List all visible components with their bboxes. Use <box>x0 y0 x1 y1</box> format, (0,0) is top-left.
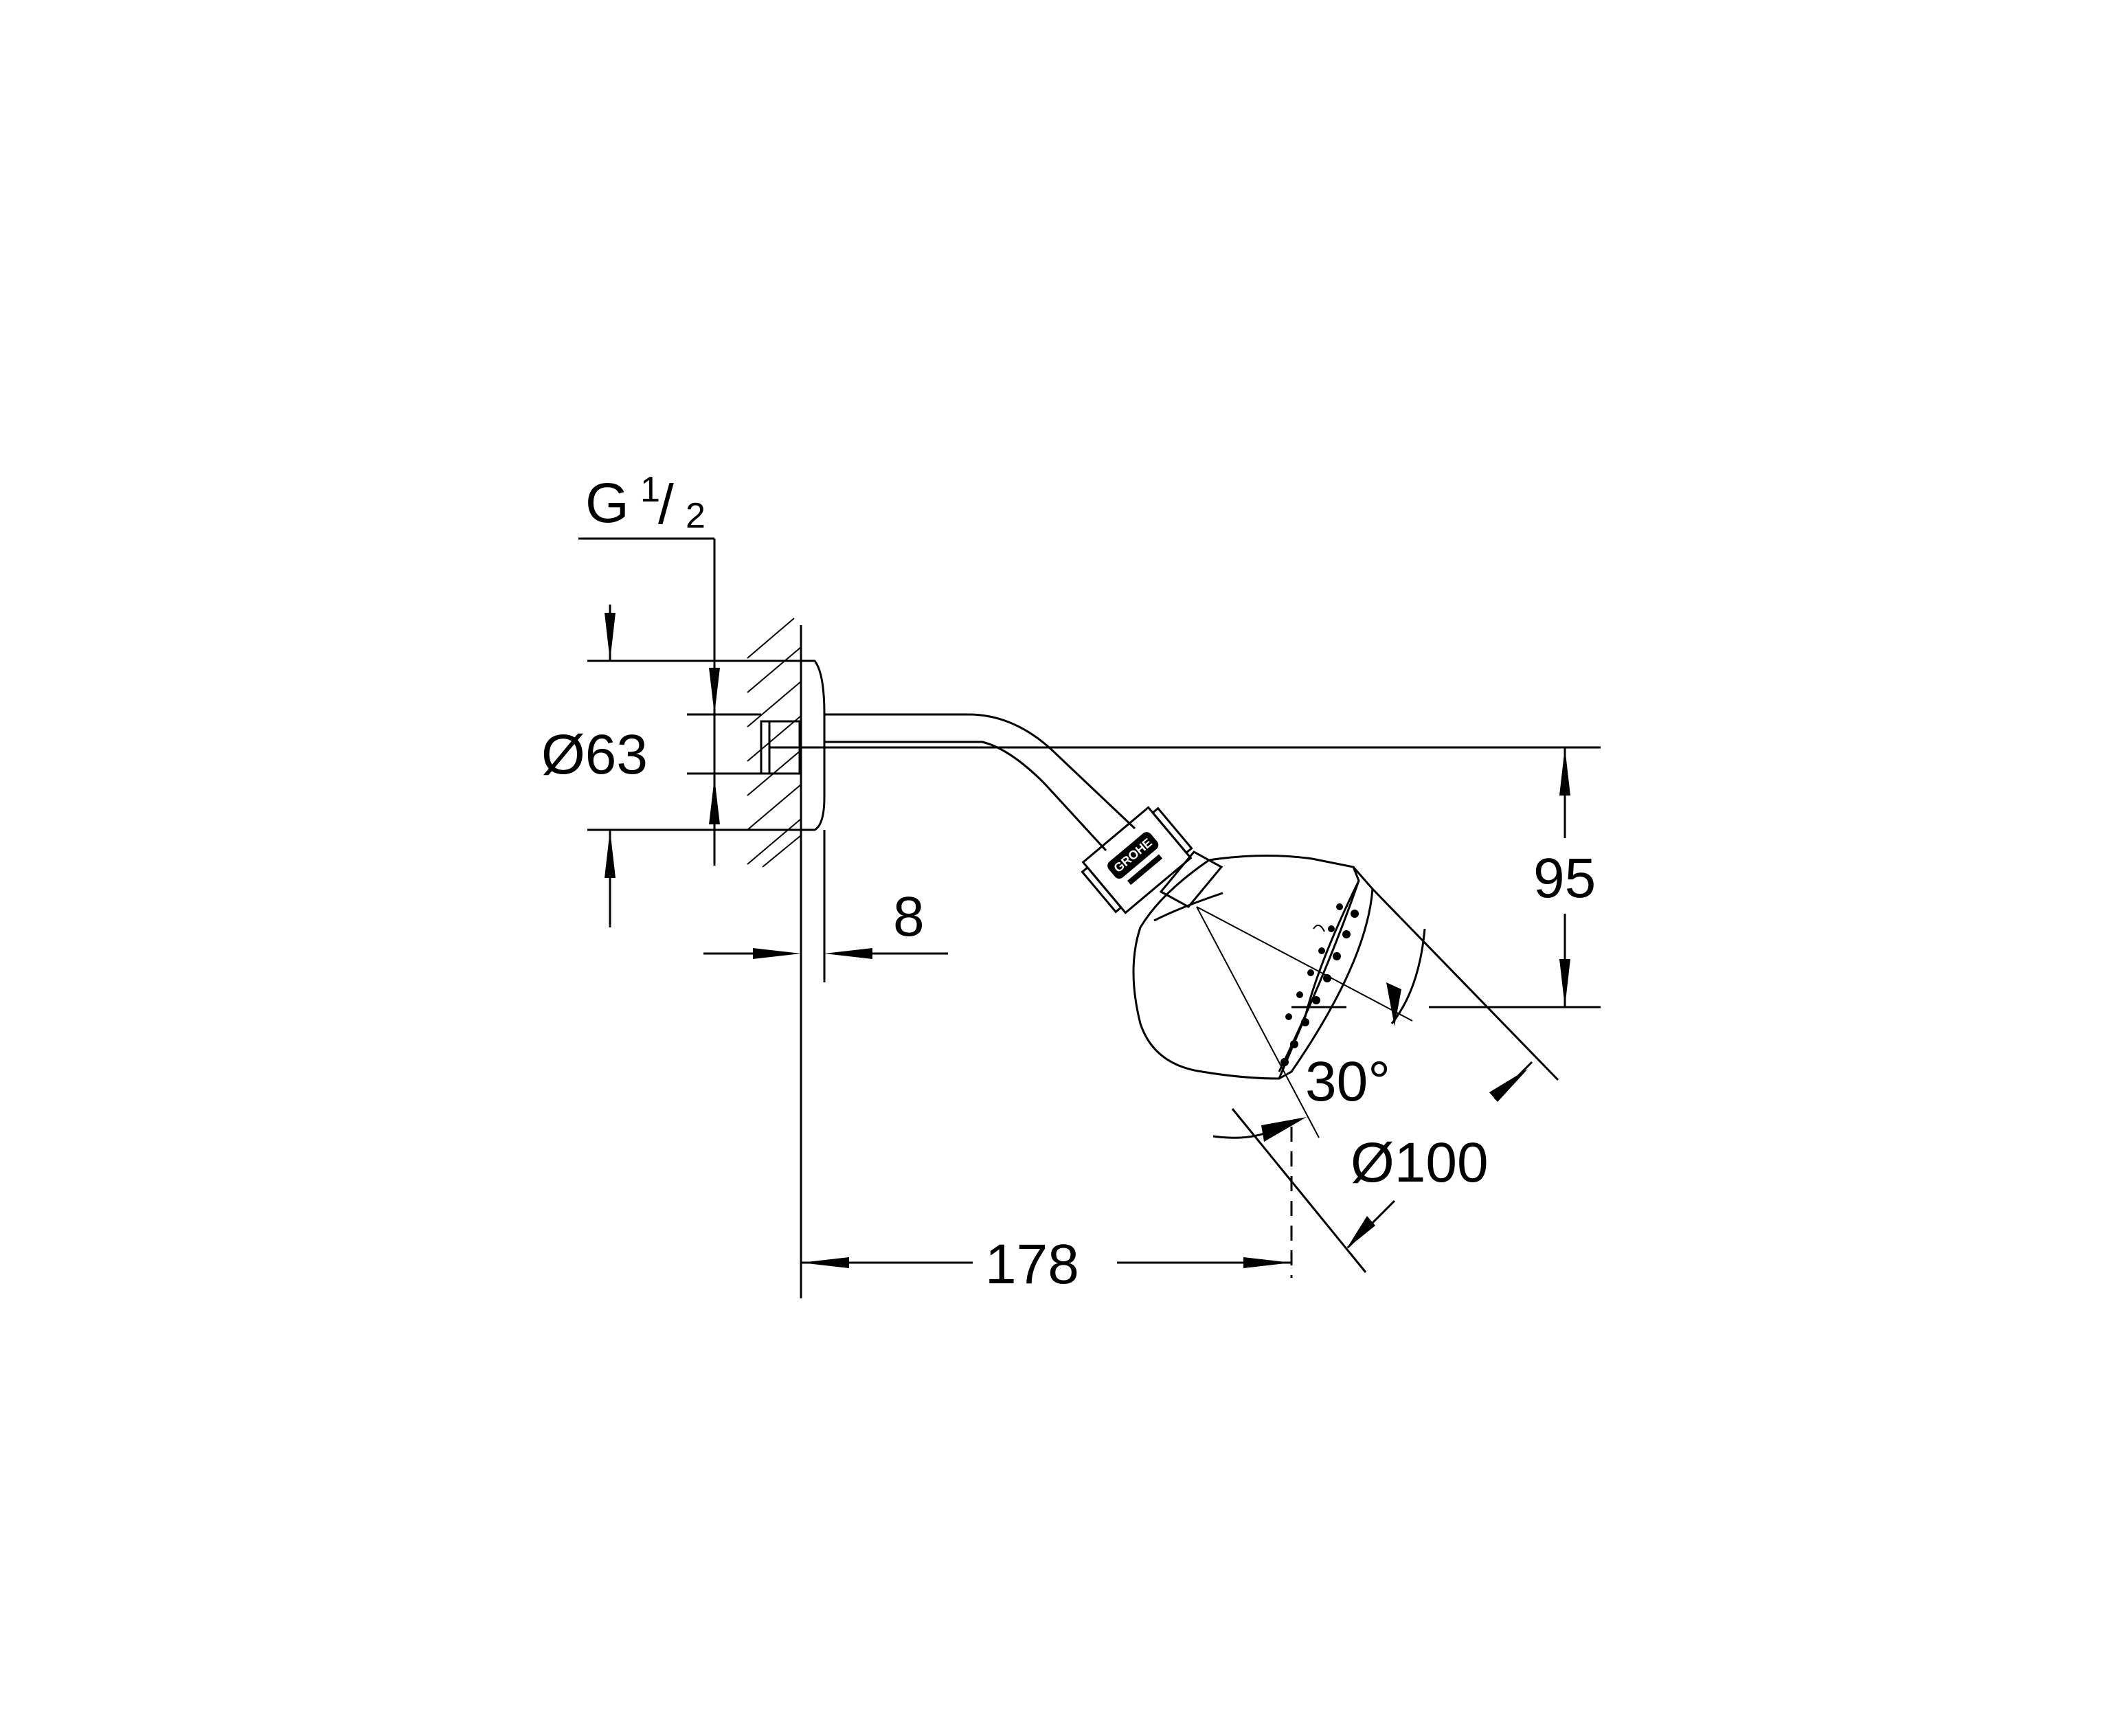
head-diameter-label: Ø100 <box>1351 1131 1489 1194</box>
dimension-projection: 178 <box>801 1233 1291 1296</box>
thread-numerator: 1 <box>640 470 660 510</box>
wall-flange <box>760 660 826 831</box>
reference-lines <box>769 746 1601 1298</box>
thread-denominator: 2 <box>686 496 706 536</box>
swivel-nut: GROHE <box>1081 806 1193 914</box>
thread-fraction-slash: / <box>658 473 674 536</box>
flange-diameter-label: Ø63 <box>541 723 648 786</box>
shower-arm <box>824 713 1136 852</box>
dimension-flange-diameter: Ø63 <box>541 605 801 927</box>
dimension-head-diameter: Ø100 <box>1231 888 1559 1273</box>
tilt-angle-label: 30° <box>1305 1050 1390 1113</box>
dimension-drop-height: 95 <box>1533 747 1596 1007</box>
spray-nozzles <box>1280 903 1359 1066</box>
dimension-wall-offset: 8 <box>703 886 948 959</box>
drop-height-label: 95 <box>1533 847 1596 910</box>
projection-label: 178 <box>985 1233 1079 1296</box>
wall-offset-label: 8 <box>893 886 925 948</box>
grohe-logo: GROHE <box>1107 832 1163 886</box>
dimension-tilt-angle: 30° <box>1212 928 1426 1142</box>
thread-label: G <box>585 472 629 534</box>
shower-head <box>1132 850 1374 1080</box>
dimension-thread: G 1 / 2 <box>578 470 720 866</box>
